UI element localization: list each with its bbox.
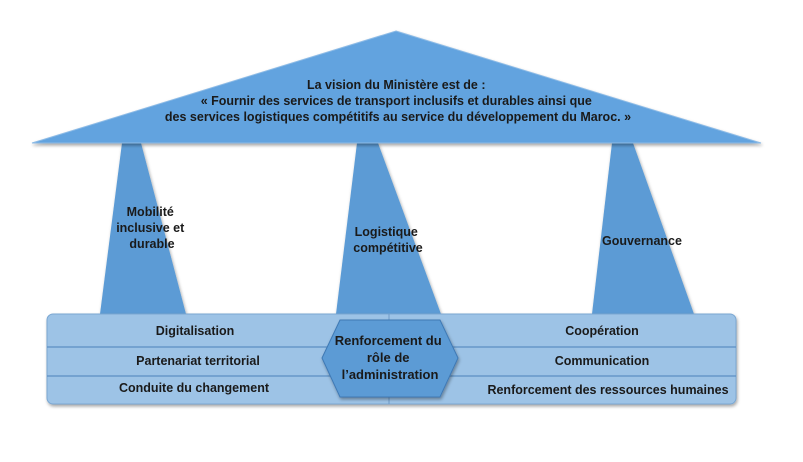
base-right-item: Communication: [555, 354, 649, 368]
pillar-logistics: [336, 143, 441, 314]
base-left-item: Partenariat territorial: [136, 354, 260, 368]
pillar-governance-label: Gouvernance: [602, 234, 682, 248]
base-left-item: Conduite du changement: [119, 381, 270, 395]
pillar-mobility: [100, 143, 186, 314]
center-hexagon-label: Renforcement du rôle de l’administration: [335, 333, 446, 382]
pillar-logistics-label: Logistique compétitive: [353, 225, 423, 255]
roof: [31, 30, 762, 144]
base-left-item: Digitalisation: [156, 324, 234, 338]
center-hexagon: [321, 319, 459, 398]
pillar-governance: [592, 143, 694, 314]
roof-text: La vision du Ministère est de : « Fourni…: [165, 78, 631, 124]
base-right-item: Renforcement des ressources humaines: [487, 383, 728, 397]
base-right-item: Coopération: [565, 324, 639, 338]
pillar-mobility-label: Mobilité inclusive et durable: [116, 205, 188, 251]
